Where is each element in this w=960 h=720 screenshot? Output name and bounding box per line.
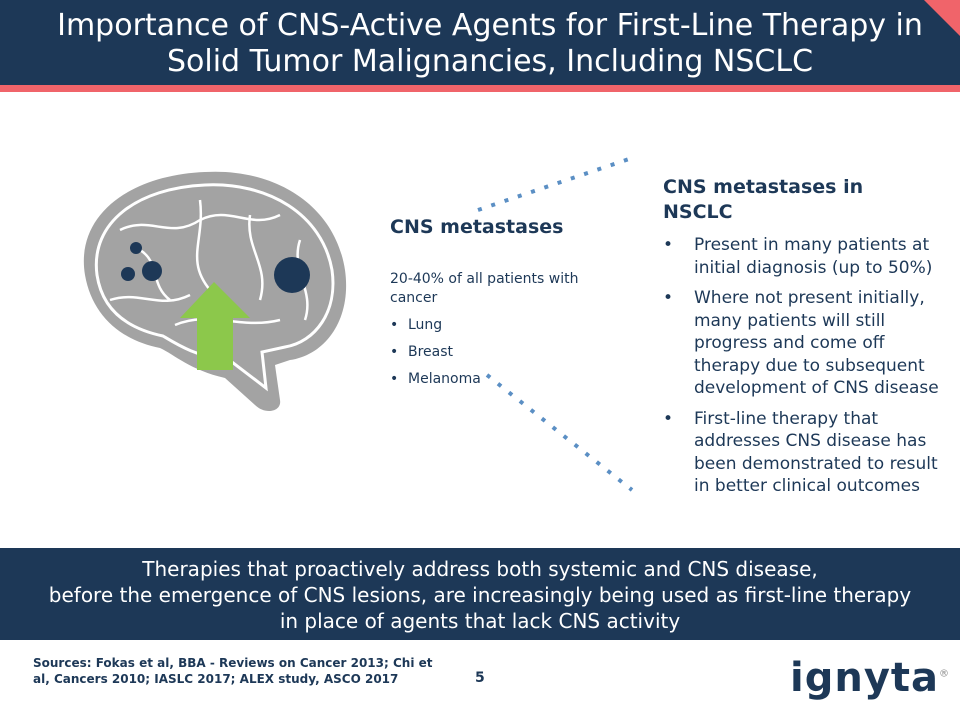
dotted-connector xyxy=(485,373,634,492)
banner-line: in place of agents that lack CNS activit… xyxy=(279,609,681,633)
logo-text: ignyta xyxy=(790,655,940,701)
registered-mark: ® xyxy=(939,668,951,680)
accent-stripe xyxy=(0,85,960,92)
title-line: Solid Tumor Malignancies, Including NSCL… xyxy=(166,44,814,79)
middle-list: 20-40% of all patients with cancer Lung … xyxy=(390,270,590,389)
list-item: Where not present initially, many patien… xyxy=(663,287,943,400)
slide-title: Importance of CNS-Active Agents for Firs… xyxy=(40,8,940,80)
banner-line: before the emergence of CNS lesions, are… xyxy=(48,583,912,607)
company-logo: ignyta® xyxy=(790,655,950,701)
metastasis-dot xyxy=(130,242,142,254)
banner-line: Therapies that proactively address both … xyxy=(142,557,818,581)
list-item: Breast xyxy=(390,343,590,362)
metastasis-dot xyxy=(142,261,162,281)
brain-inner xyxy=(94,183,335,392)
right-list: Present in many patients at initial diag… xyxy=(663,234,943,506)
page-number: 5 xyxy=(475,670,485,686)
corner-accent xyxy=(924,0,960,36)
middle-intro: 20-40% of all patients with cancer xyxy=(390,271,579,306)
list-item: First-line therapy that addresses CNS di… xyxy=(663,408,943,498)
header-bar xyxy=(0,0,960,85)
metastasis-dot xyxy=(121,267,135,281)
up-arrow-icon xyxy=(180,282,250,370)
sources: Sources: Fokas et al, BBA - Reviews on C… xyxy=(33,656,433,686)
dotted-connector xyxy=(477,156,633,212)
summary-banner: Therapies that proactively address both … xyxy=(0,548,960,640)
list-item: Present in many patients at initial diag… xyxy=(663,234,943,279)
metastasis-dot xyxy=(274,257,310,293)
right-heading: CNS metastases in NSCLC xyxy=(663,176,864,223)
middle-heading: CNS metastases xyxy=(390,216,564,238)
list-item: Lung xyxy=(390,316,590,335)
title-line: Importance of CNS-Active Agents for Firs… xyxy=(57,8,923,43)
list-item: Melanoma xyxy=(390,370,590,389)
